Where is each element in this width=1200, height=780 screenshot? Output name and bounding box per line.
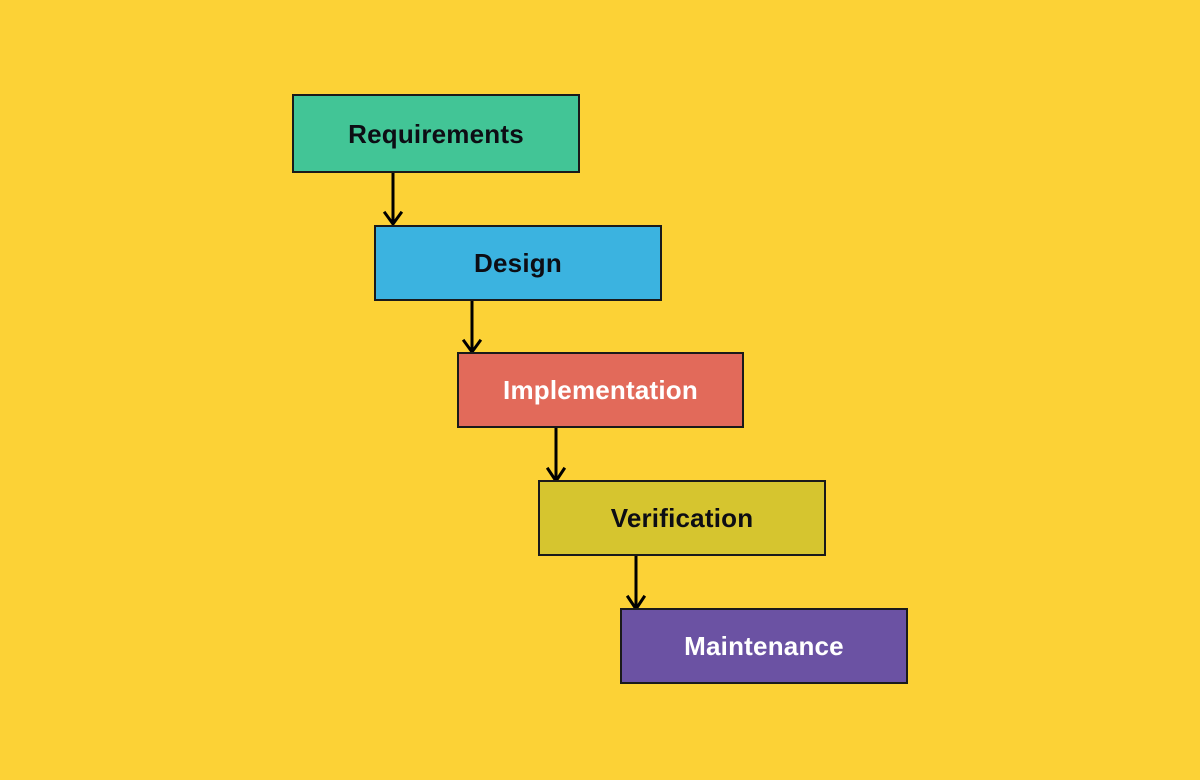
node-requirements-label: Requirements [348, 118, 524, 149]
connector-verification-to-maintenance [618, 554, 662, 614]
node-implementation-label: Implementation [503, 375, 698, 405]
node-maintenance[interactable]: Maintenance [620, 608, 908, 684]
node-design-label: Design [474, 248, 562, 278]
connector-implementation-to-verification [538, 426, 582, 486]
connector-requirements-to-design [373, 171, 417, 229]
node-design[interactable]: Design [374, 225, 662, 301]
node-verification[interactable]: Verification [538, 480, 826, 556]
node-implementation[interactable]: Implementation [457, 352, 744, 428]
node-verification-label: Verification [610, 503, 754, 533]
connector-design-to-implementation [455, 299, 499, 357]
node-maintenance-label: Maintenance [684, 631, 844, 661]
node-requirements[interactable]: Requirements [292, 94, 580, 173]
